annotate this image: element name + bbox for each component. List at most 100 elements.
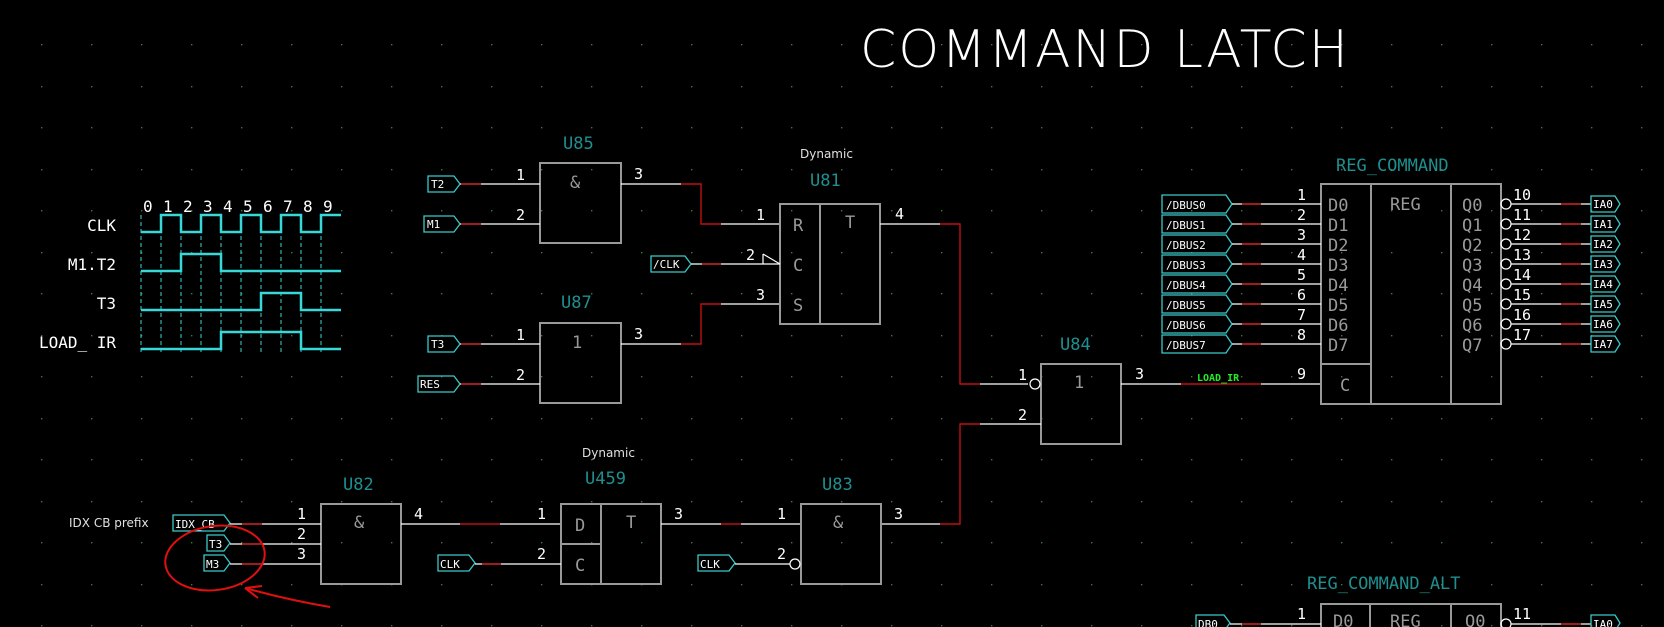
port-dbus-label: /DBUS2 (1166, 239, 1206, 252)
port-t3-label: T3 (209, 538, 222, 551)
pin-label: 11 (1513, 206, 1531, 224)
port-t3[interactable] (206, 534, 231, 552)
ref-reg-command: REG_COMMAND (1336, 156, 1449, 176)
inverter-bubble-icon (1500, 318, 1512, 330)
port-ia-label: IA7 (1593, 338, 1613, 351)
pin-label: 2 (537, 545, 546, 563)
register-reg-command-alt[interactable]: REG_COMMAND_ALT D0 REG Q0 1 11 DB0 IA0 (1195, 574, 1621, 627)
pin-label: 10 (1513, 186, 1531, 204)
ref-u459: U459 (585, 469, 626, 489)
timing-signal-label: M1.T2 (68, 255, 116, 274)
reg-alt-q0: Q0 (1465, 612, 1485, 627)
port-ia[interactable] (1590, 335, 1621, 353)
port-clk-label: CLK (440, 558, 460, 571)
port-ia[interactable] (1590, 255, 1621, 273)
inverter-bubble-icon (1500, 298, 1512, 310)
port-t2[interactable] (427, 175, 461, 193)
pin-label: 1 (297, 505, 306, 523)
timing-tick-label: 3 (203, 197, 213, 216)
gate-u84-body[interactable] (1040, 363, 1122, 445)
gate-u87[interactable]: U87 1 T3 RES 1 2 3 (417, 293, 643, 404)
gate-u87-body[interactable] (539, 322, 622, 404)
port-ia[interactable] (1590, 195, 1621, 213)
port-clk[interactable] (697, 554, 736, 572)
reg-q-label: Q1 (1462, 216, 1482, 236)
pin-label: 1 (777, 505, 786, 523)
flipflop-u81[interactable]: Dynamic U81 R C S T 1 2 3 4 /CLK (650, 147, 904, 325)
pin-label: 2 (297, 525, 306, 543)
gate-u85-body[interactable] (539, 162, 622, 244)
reg-command-body[interactable] (1320, 183, 1502, 405)
gate-u87-symbol: 1 (572, 333, 582, 353)
inverter-bubble-icon (1500, 618, 1512, 627)
port-ia0[interactable] (1590, 614, 1621, 627)
pin-label: 1 (537, 505, 546, 523)
pin-label: 11 (1513, 605, 1531, 623)
pin-label: 1 (1297, 186, 1306, 204)
port-dbus[interactable] (1161, 234, 1233, 254)
gate-u83-symbol: & (833, 513, 844, 533)
port-dbus-label: /DBUS6 (1166, 319, 1206, 332)
pin-label: 3 (756, 286, 765, 304)
pin-label: 3 (674, 505, 683, 523)
port-dbus[interactable] (1161, 334, 1233, 354)
gate-u83[interactable]: U83 & 1 2 3 CLK (697, 475, 903, 585)
port-clk[interactable] (437, 554, 476, 572)
gate-u85-symbol: & (570, 173, 581, 193)
net-label-load-ir: LOAD_IR (1197, 373, 1240, 384)
port-dbus[interactable] (1161, 274, 1233, 294)
port-dbus[interactable] (1161, 294, 1233, 314)
port-dbus-label: /DBUS3 (1166, 259, 1206, 272)
u459-pin-c: C (575, 556, 585, 576)
reg-command-symbol: REG (1390, 195, 1421, 215)
port-dbus-label: /DBUS0 (1166, 199, 1206, 212)
port-m1[interactable] (423, 215, 461, 233)
timing-tick-label: 9 (323, 197, 333, 216)
pin-label: 3 (1297, 226, 1306, 244)
flipflop-u459[interactable]: Dynamic U459 D C T 1 2 3 CLK (437, 446, 683, 585)
port-nclk[interactable] (650, 255, 692, 273)
port-t3[interactable] (427, 335, 461, 353)
port-dbus[interactable] (1161, 214, 1233, 234)
inverter-bubble-icon (1500, 238, 1512, 250)
port-dbus[interactable] (1161, 314, 1233, 334)
gate-u85[interactable]: U85 & T2 M1 1 2 3 (423, 134, 643, 244)
port-idx-cb[interactable] (172, 514, 231, 532)
grid-dots (41, 44, 1643, 627)
ref-reg-command-alt: REG_COMMAND_ALT (1307, 574, 1461, 594)
port-m3[interactable] (203, 554, 231, 572)
inverter-bubble-icon (1500, 198, 1512, 210)
port-ia[interactable] (1590, 235, 1621, 253)
gate-u83-body[interactable] (800, 503, 882, 585)
port-res[interactable] (417, 375, 461, 393)
gate-u82[interactable]: IDX CB prefix U82 & IDX_CB T3 M3 1 2 3 4 (69, 475, 423, 585)
reg-d-label: D5 (1328, 296, 1348, 316)
port-dbus[interactable] (1161, 194, 1233, 214)
u459-pin-d: D (575, 516, 585, 536)
port-ia[interactable] (1590, 215, 1621, 233)
gate-u84[interactable]: U84 1 1 2 3 LOAD_IR (1018, 335, 1320, 445)
port-ia[interactable] (1590, 315, 1621, 333)
pin-label: 12 (1513, 226, 1531, 244)
port-ia[interactable] (1590, 275, 1621, 293)
port-dbus[interactable] (1161, 254, 1233, 274)
port-ia[interactable] (1590, 295, 1621, 313)
timing-waveform (141, 252, 341, 273)
port-db0[interactable] (1195, 614, 1231, 627)
pin-label: 3 (1135, 365, 1144, 383)
u81-pin-s: S (793, 296, 803, 316)
reg-d-label: D1 (1328, 216, 1348, 236)
port-ia-label: IA5 (1593, 298, 1613, 311)
port-dbus-label: /DBUS5 (1166, 299, 1206, 312)
port-t2-label: T2 (431, 178, 444, 191)
